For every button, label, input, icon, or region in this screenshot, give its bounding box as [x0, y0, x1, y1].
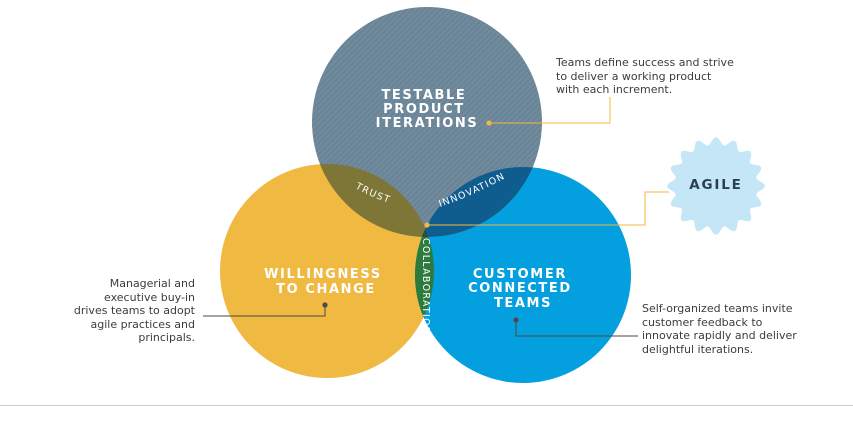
- overlap-innovation: [415, 167, 542, 237]
- agile-badge-label: AGILE: [689, 177, 743, 193]
- connector-top: [486, 97, 611, 126]
- label-right: CUSTOMER CONNECTED TEAMS: [468, 267, 578, 311]
- label-left: WILLINGNESS TO CHANGE: [264, 267, 388, 297]
- label-collaboration: COLLABORATION: [420, 238, 431, 335]
- connector-left: [203, 302, 328, 317]
- note-left: Managerial and executive buy-in drives t…: [73, 277, 195, 344]
- note-top: Teams define success and strive to deliv…: [556, 56, 734, 96]
- note-right: Self-organized teams invite customer fee…: [642, 302, 797, 356]
- agile-gear-shape: [667, 137, 765, 235]
- bottom-divider: [0, 405, 853, 406]
- overlap-trust: [312, 164, 434, 237]
- label-top: TESTABLE PRODUCT ITERATIONS: [376, 88, 479, 131]
- connector-right: [513, 317, 638, 337]
- connector-agile: [424, 191, 669, 228]
